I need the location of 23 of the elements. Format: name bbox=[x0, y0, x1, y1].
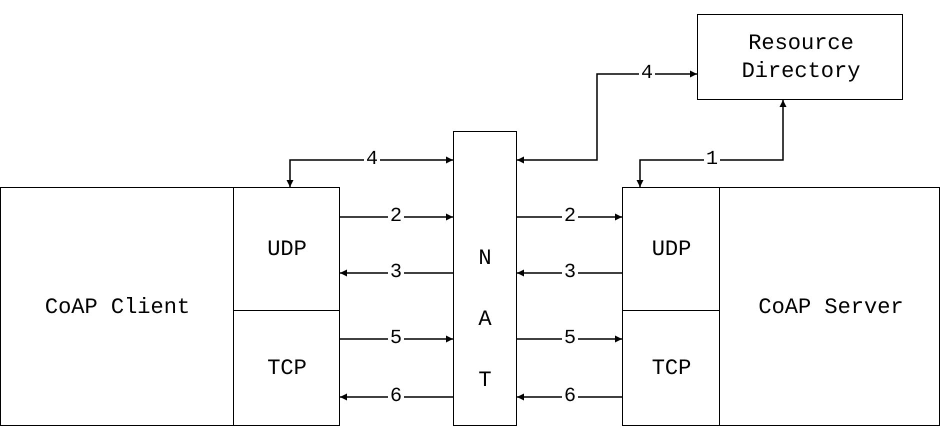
arrow bbox=[340, 394, 453, 400]
node-label: UDP bbox=[650, 236, 692, 264]
node-label: CoAP Client bbox=[44, 294, 192, 322]
node-label: CoAP Server bbox=[757, 294, 905, 322]
arrow bbox=[517, 336, 622, 342]
arrow bbox=[517, 214, 622, 220]
arrow bbox=[340, 270, 453, 276]
arrow bbox=[517, 270, 622, 276]
node-label: UDP bbox=[266, 236, 308, 264]
arrow bbox=[340, 214, 453, 220]
arrow bbox=[340, 336, 453, 342]
arrow bbox=[517, 70, 697, 164]
arrow bbox=[286, 156, 453, 187]
node-label: TCP bbox=[650, 354, 692, 382]
system-box bbox=[697, 14, 903, 100]
system-box bbox=[0, 187, 340, 426]
arrow bbox=[517, 394, 622, 400]
system-box bbox=[622, 187, 940, 426]
node-label: Resource Directory bbox=[740, 30, 862, 86]
nat-box bbox=[453, 131, 517, 426]
arrow bbox=[636, 100, 786, 187]
node-label: N A T bbox=[477, 245, 493, 395]
node-label: TCP bbox=[266, 354, 308, 382]
